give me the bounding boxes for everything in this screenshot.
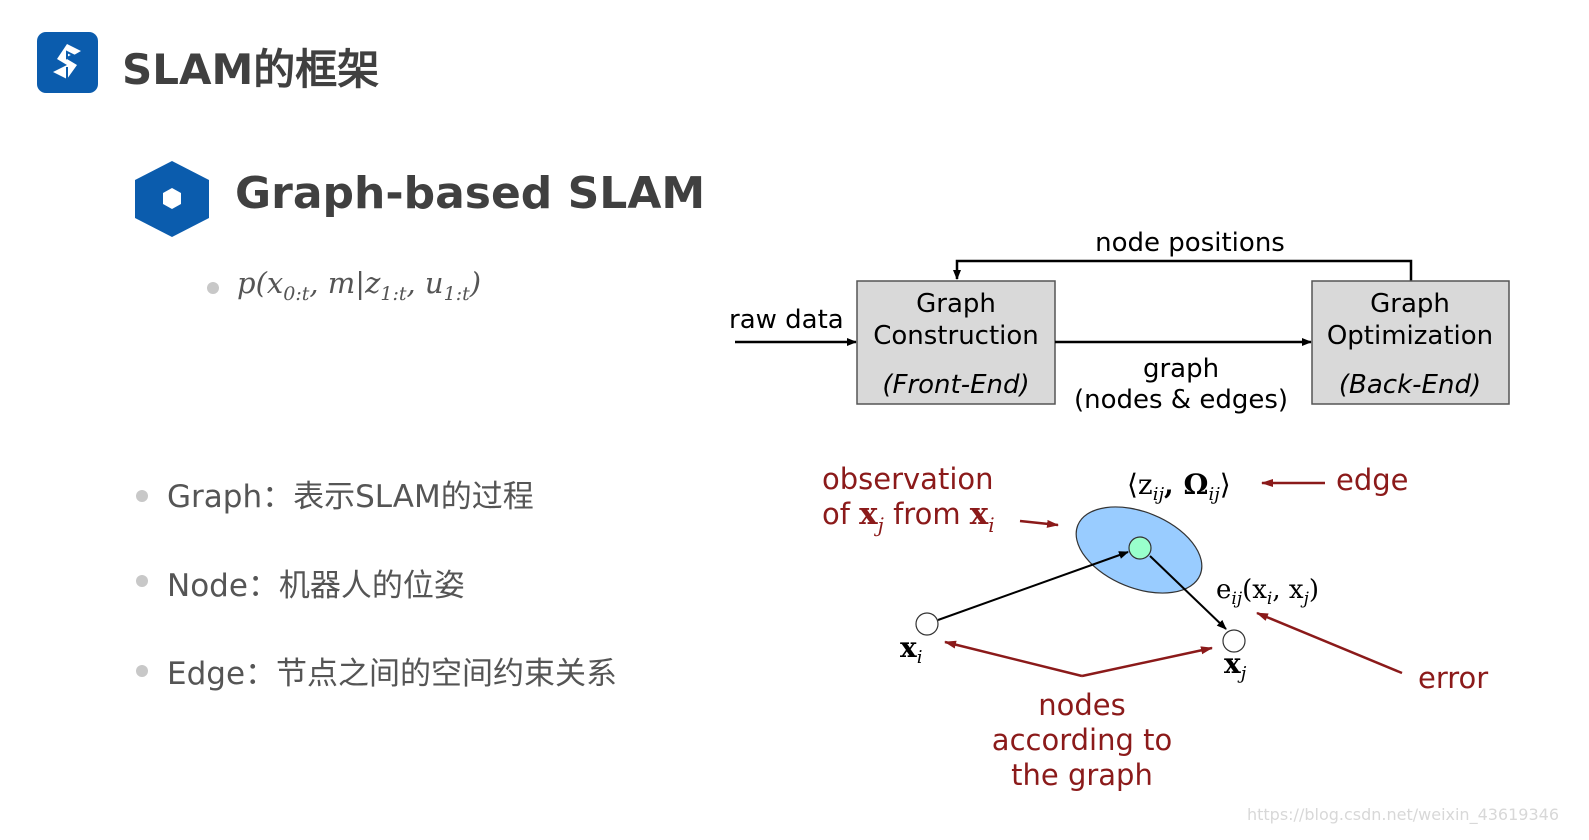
observed-node (1128, 536, 1152, 560)
xi-label: xi (900, 631, 922, 668)
bullet-edge: Edge：节点之间的空间约束关系 (167, 656, 618, 692)
formula-part: , m|z (309, 266, 381, 300)
error-vector (1149, 555, 1227, 630)
node-xi (915, 612, 939, 636)
error-label: error (1418, 661, 1488, 695)
bullet-dot (136, 665, 148, 677)
bullet-dot (136, 490, 148, 502)
front-end-box (856, 280, 1056, 405)
formula-sub: 1:t (443, 282, 470, 305)
bullet-dot (136, 575, 148, 587)
bullet-dot (207, 282, 219, 294)
formula-sub: 1:t (380, 282, 407, 305)
logo-icon (37, 32, 98, 93)
link-label: graph (1143, 354, 1219, 384)
hexagon-icon (134, 160, 210, 242)
back-end-line1: Graph (1370, 289, 1450, 319)
page-title: SLAM的框架 (122, 45, 380, 94)
link-label: (nodes & edges) (1074, 385, 1288, 415)
nodes-label: according to (992, 723, 1172, 757)
front-end-line1: Graph (916, 289, 996, 319)
formula-part: , u (406, 266, 444, 300)
obs-label-arrow (1019, 519, 1059, 528)
section-title: Graph-based SLAM (235, 168, 706, 219)
nodes-label: nodes (1038, 688, 1125, 722)
feedback-arrow (953, 259, 1413, 281)
back-end-line2: Optimization (1327, 321, 1493, 351)
edge-label: edge (1336, 463, 1409, 497)
error-arrow (1256, 611, 1403, 675)
formula-part: p(x (237, 266, 284, 300)
bullet-node: Node：机器人的位姿 (167, 568, 465, 604)
observation-label: observation (822, 462, 994, 496)
back-end-line3: (Back-End) (1339, 370, 1481, 400)
node-xj (1222, 629, 1246, 653)
nodes-arrow-right (1081, 646, 1213, 678)
input-label: raw data (729, 305, 844, 335)
nodes-arrow-left (944, 640, 1083, 678)
bullet-graph: Graph：表示SLAM的过程 (167, 479, 534, 515)
formula-sub: 0:t (283, 282, 310, 305)
observation-arrow (937, 551, 1129, 621)
watermark: https://blog.csdn.net/weixin_43619346 (1246, 805, 1559, 824)
edge-math: ⟨zij, Ωij⟩ (1127, 468, 1231, 505)
nodes-label: the graph (1011, 758, 1153, 792)
back-end-box (1311, 280, 1510, 405)
observation-label-line2: of xj from xi (822, 496, 995, 537)
xj-label: xj (1224, 647, 1247, 684)
formula-part: ) (469, 266, 482, 300)
error-math: eij(xi, xj) (1216, 575, 1319, 609)
front-end-line3: (Front-End) (882, 370, 1029, 400)
feedback-label: node positions (1095, 228, 1285, 258)
front-end-line2: Construction (873, 321, 1039, 351)
formula: p(x0:t, m|z1:t, u1:t) (237, 266, 481, 305)
